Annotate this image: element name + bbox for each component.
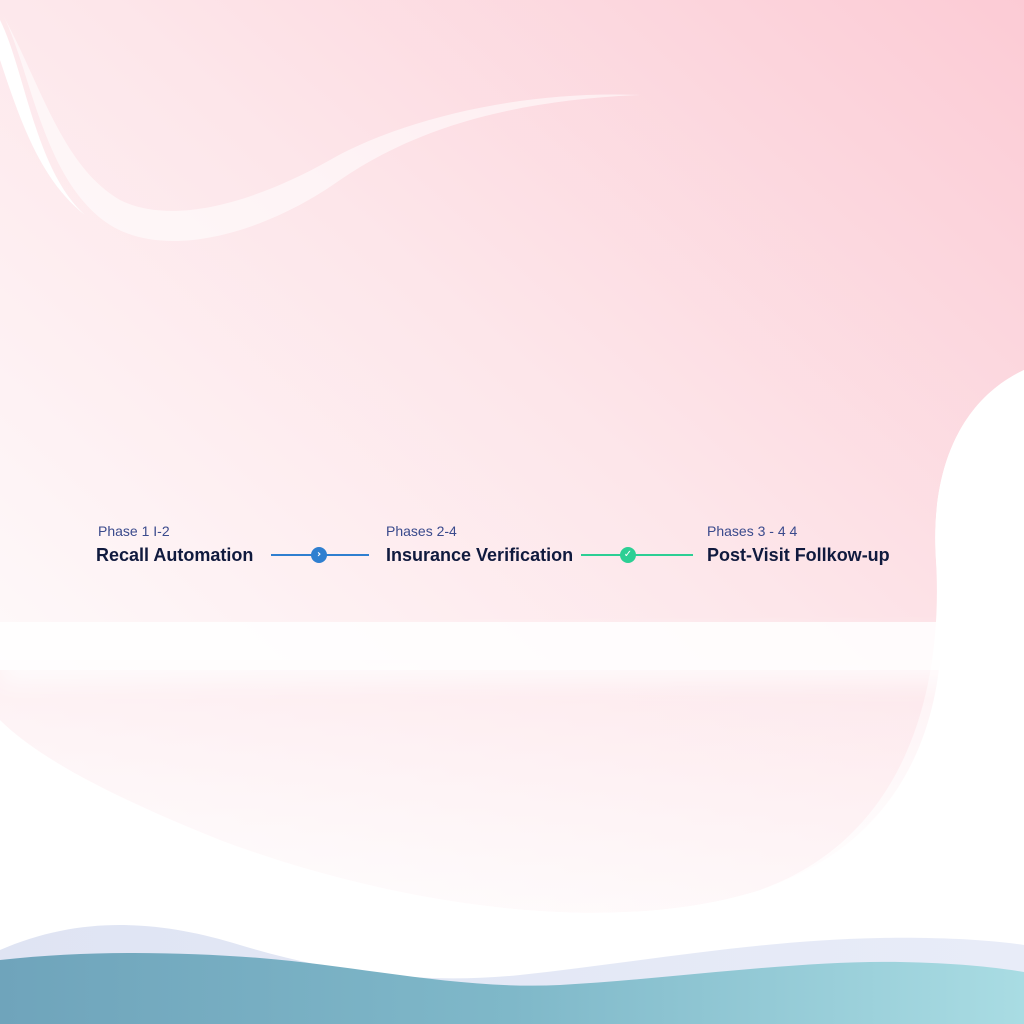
phase-label-3: Phases 3 - 4 4 — [707, 523, 798, 539]
white-band — [0, 622, 1024, 670]
phase-title-2: Insurance Verification — [386, 545, 574, 565]
phase-label-1: Phase 1 I-2 — [98, 523, 170, 539]
check-icon: ✓ — [620, 547, 636, 563]
phase-title-1: Recall Automation — [96, 545, 254, 565]
connector-line-2 — [581, 554, 693, 556]
arrow-icon: › — [311, 547, 327, 563]
phase-label-2: Phases 2-4 — [386, 523, 457, 539]
phase-title-3: Post-Visit Follkow-up — [707, 545, 890, 565]
